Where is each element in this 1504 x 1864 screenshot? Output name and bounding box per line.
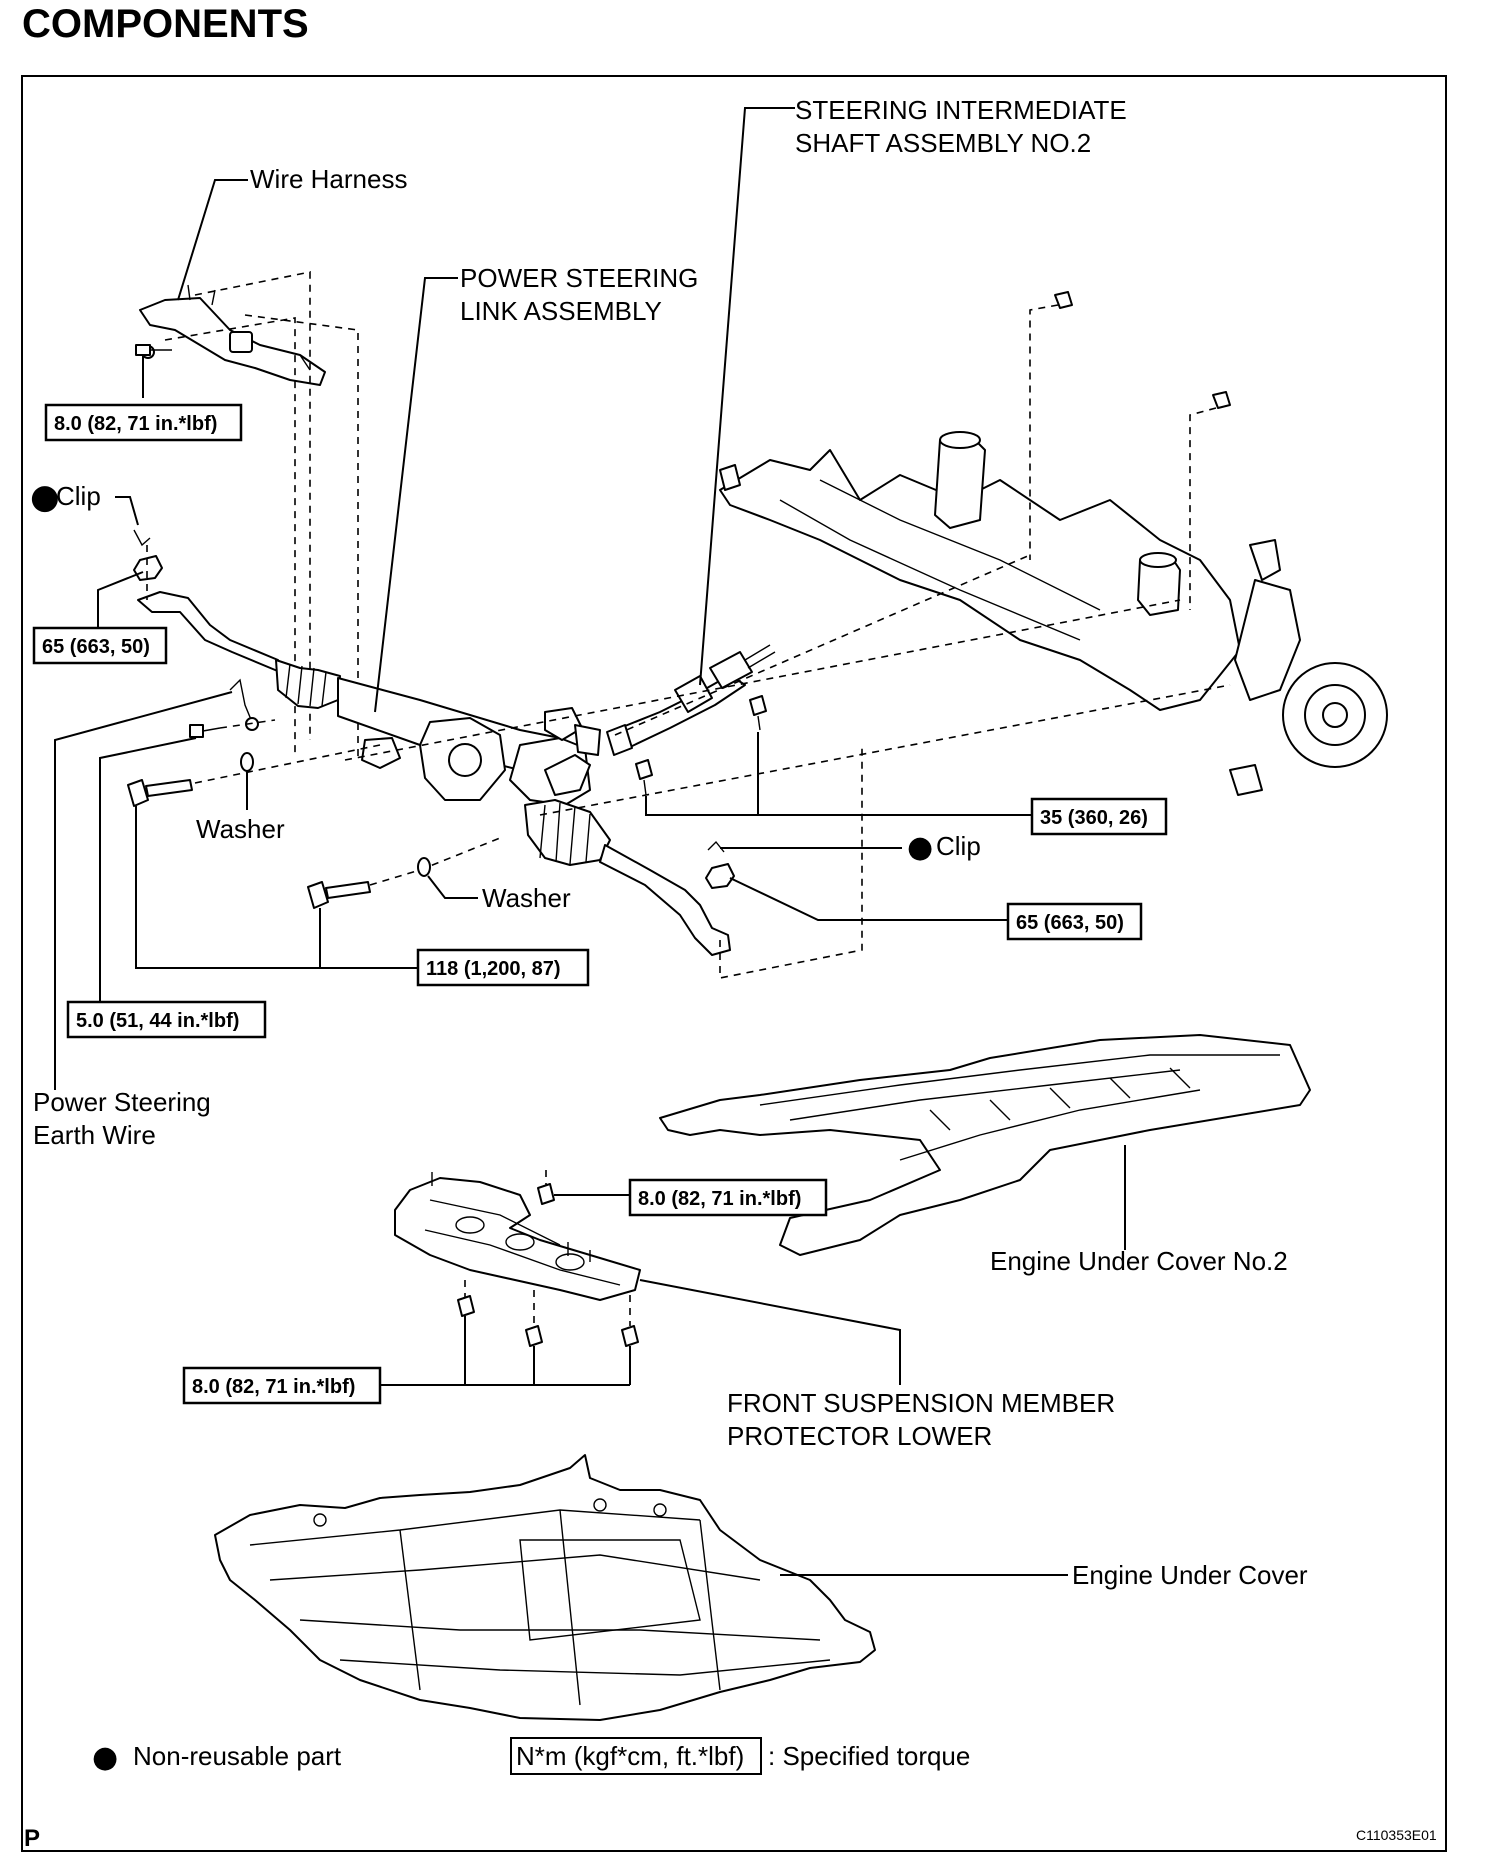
alignment-line — [539, 684, 1231, 816]
torque-box-protector-lower: 8.0 (82, 71 in.*lbf) — [182, 1366, 382, 1405]
wire-harness-bolt — [135, 344, 172, 356]
wire-harness-label: Wire Harness — [250, 164, 407, 194]
tie-rod-nut-left — [133, 555, 163, 581]
diagram-frame — [21, 75, 1447, 1852]
torque-box-shaft-bolt: 35 (360, 26) — [1030, 797, 1168, 836]
protector-lower-part — [394, 1172, 641, 1301]
shaft-label-1: STEERING INTERMEDIATE — [795, 95, 1127, 125]
protector-label-2: PROTECTOR LOWER — [727, 1421, 992, 1451]
washer-right-part — [417, 857, 431, 877]
svg-text:8.0 (82, 71 in.*lbf): 8.0 (82, 71 in.*lbf) — [192, 1376, 355, 1398]
shaft-bolt-leader-1 — [645, 796, 1032, 816]
clip-right-label: Clip — [936, 831, 981, 861]
washer-left-part — [240, 752, 254, 772]
svg-text:5.0 (51, 44 in.*lbf): 5.0 (51, 44 in.*lbf) — [76, 1010, 239, 1032]
ps-link-label-1: POWER STEERING — [460, 263, 698, 293]
earth-wire-label-2: Earth Wire — [33, 1120, 156, 1150]
under-cover-no2-label: Engine Under Cover No.2 — [990, 1246, 1288, 1276]
page-marker: P — [24, 1825, 40, 1852]
protector-bolts-lower — [457, 1295, 639, 1347]
protector-bolts-lower-leader — [464, 1316, 631, 1386]
alignment-line — [219, 719, 276, 729]
clip-left-label: Clip — [56, 481, 101, 511]
earth-wire-part — [229, 678, 259, 731]
washer-right-leader — [427, 875, 478, 899]
engine-under-cover-part — [214, 1454, 876, 1721]
protector-leader — [639, 1279, 901, 1385]
tie-rod-nut-left-leader — [97, 571, 144, 628]
svg-text:118 (1,200, 87): 118 (1,200, 87) — [426, 958, 561, 980]
protector-bolt-upper — [537, 1183, 555, 1205]
earth-wire-leader — [54, 691, 233, 1090]
torque-box-rack-bolts: 118 (1,200, 87) — [416, 948, 590, 987]
non-reusable-marker-icon: ● — [30, 477, 60, 517]
earth-wire-bolt-leader — [99, 737, 197, 1002]
alignment-line — [194, 744, 381, 784]
shaft-leader — [699, 107, 795, 686]
torque-box-protector-upper: 8.0 (82, 71 in.*lbf) — [628, 1178, 828, 1217]
tie-rod-nut-right — [705, 863, 735, 889]
clip-left-leader — [115, 496, 139, 526]
protector-label-1: FRONT SUSPENSION MEMBER — [727, 1388, 1115, 1418]
rack-bolt-left — [127, 779, 193, 807]
earth-wire-label-1: Power Steering — [33, 1087, 211, 1117]
alignment-line — [1029, 304, 1059, 560]
clip-left-part — [133, 529, 151, 547]
non-reusable-marker-icon: ● — [907, 830, 933, 865]
shaft-bolt-1 — [635, 759, 653, 796]
alignment-line — [1189, 407, 1217, 610]
shaft-label-2: SHAFT ASSEMBLY NO.2 — [795, 128, 1091, 158]
torque-box-wire-harness: 8.0 (82, 71 in.*lbf) — [44, 403, 243, 442]
alignment-line — [464, 1280, 631, 1326]
svg-text:8.0 (82, 71 in.*lbf): 8.0 (82, 71 in.*lbf) — [54, 413, 217, 435]
front-suspension-member-part — [719, 291, 1388, 796]
under-cover-label: Engine Under Cover — [1072, 1560, 1308, 1590]
svg-text:65 (663, 50): 65 (663, 50) — [42, 636, 150, 658]
torque-box-earth-wire: 5.0 (51, 44 in.*lbf) — [66, 1000, 267, 1039]
power-steering-link-assembly — [137, 591, 731, 956]
engine-under-cover-no2-part — [659, 1034, 1311, 1256]
alignment-line — [369, 837, 501, 886]
rack-bolts-leader-2 — [319, 908, 418, 969]
torque-box-tie-rod-right: 65 (663, 50) — [1006, 902, 1143, 941]
wire-harness-part — [139, 284, 326, 386]
torque-box-tie-rod-left: 65 (663, 50) — [32, 626, 168, 665]
washer-left-label: Washer — [196, 814, 285, 844]
non-reusable-legend-icon: ● — [92, 1740, 118, 1775]
rack-bolts-leader — [135, 806, 320, 969]
svg-text:65 (663, 50): 65 (663, 50) — [1016, 912, 1124, 934]
shaft-bolt-2 — [749, 695, 767, 731]
legend-non-reusable: Non-reusable part — [133, 1741, 342, 1771]
alignment-line — [194, 271, 311, 740]
alignment-line — [614, 554, 1031, 736]
ps-link-label-2: LINK ASSEMBLY — [460, 296, 662, 326]
alignment-line — [344, 599, 1181, 761]
wire-harness-leader — [177, 179, 248, 301]
figure-code: C110353E01 — [1356, 1827, 1437, 1843]
legend-torque-box — [510, 1737, 762, 1775]
alignment-line — [719, 745, 863, 979]
ps-link-leader — [374, 277, 458, 713]
earth-wire-bolt — [189, 724, 221, 738]
washer-right-label: Washer — [482, 883, 571, 913]
alignment-line — [164, 317, 296, 755]
legend-torque-unit: N*m (kgf*cm, ft.*lbf) — [516, 1741, 744, 1771]
svg-text:35 (360, 26): 35 (360, 26) — [1040, 807, 1148, 829]
svg-text:8.0 (82, 71 in.*lbf): 8.0 (82, 71 in.*lbf) — [638, 1188, 801, 1210]
legend-torque-desc: : Specified torque — [768, 1741, 970, 1771]
tie-rod-nut-right-leader — [729, 877, 1008, 921]
rack-bolt-right — [307, 881, 371, 909]
page-title: COMPONENTS — [22, 2, 309, 46]
